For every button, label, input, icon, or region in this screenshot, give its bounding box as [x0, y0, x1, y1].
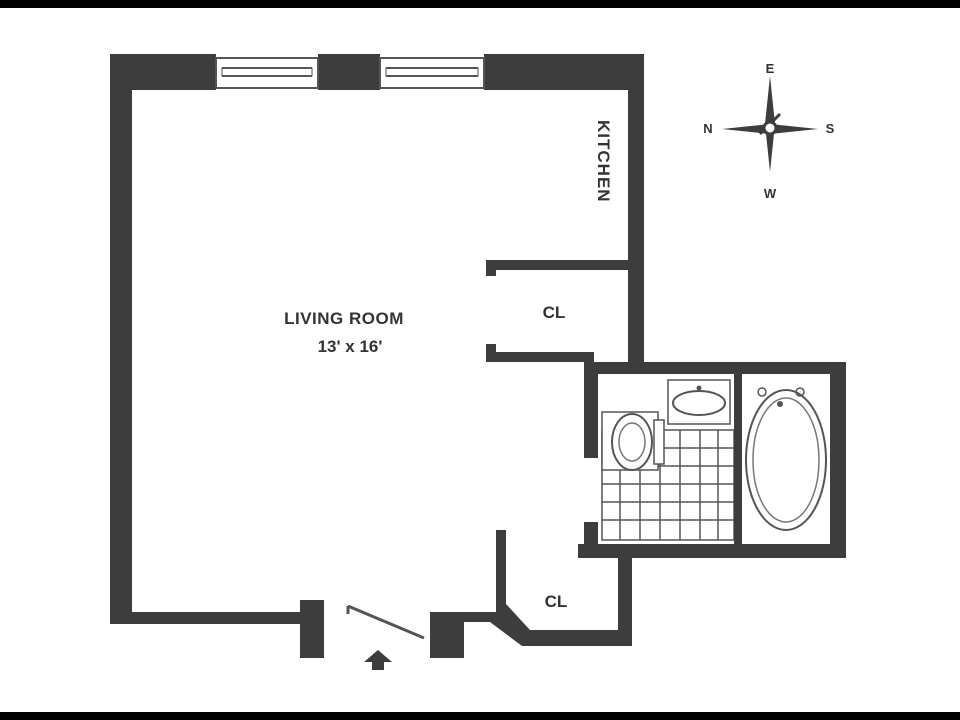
upper-closet-walls	[486, 260, 644, 362]
compass-south-label: S	[826, 121, 835, 136]
bottom-wall-left	[110, 612, 324, 624]
top-wall-middle	[318, 54, 380, 90]
upper-closet-label: CL	[543, 303, 566, 322]
entry-door	[346, 604, 425, 640]
bathtub-icon	[745, 387, 827, 531]
bath-bottom-wall	[578, 544, 846, 558]
sink-icon	[667, 379, 731, 425]
living-room-label: LIVING ROOM	[284, 309, 404, 328]
compass-rose-icon	[722, 76, 818, 172]
bath-left-wall-upper	[584, 362, 598, 458]
window-left	[215, 57, 319, 89]
lower-closet-label: CL	[545, 592, 568, 611]
bath-right-wall	[830, 362, 846, 558]
outer-walls	[110, 54, 644, 658]
kitchen-right-wall	[628, 54, 644, 368]
bathroom	[578, 362, 846, 558]
toilet-icon	[601, 411, 665, 471]
compass-west-label: W	[764, 186, 777, 201]
closet-top-jamb	[486, 260, 496, 276]
compass-east-label: E	[766, 61, 775, 76]
compass-north-label: N	[703, 121, 712, 136]
entry-arrow-icon	[364, 650, 392, 670]
living-room-dimensions: 13' x 16'	[318, 337, 383, 356]
closet-bottom-wall	[486, 352, 594, 362]
bath-top-wall	[584, 362, 846, 374]
door-jamb-left	[300, 600, 324, 658]
floor-plan-frame	[0, 8, 960, 712]
kitchen-label: KITCHEN	[594, 120, 613, 203]
left-wall	[110, 54, 132, 624]
bath-left-wall-lower	[584, 522, 598, 558]
window-right	[379, 57, 485, 89]
closet-top-wall	[486, 260, 644, 270]
lower-closet-walls	[446, 530, 632, 658]
top-wall-right	[484, 54, 644, 90]
windows	[215, 57, 485, 89]
tub-divider-wall	[734, 374, 742, 544]
